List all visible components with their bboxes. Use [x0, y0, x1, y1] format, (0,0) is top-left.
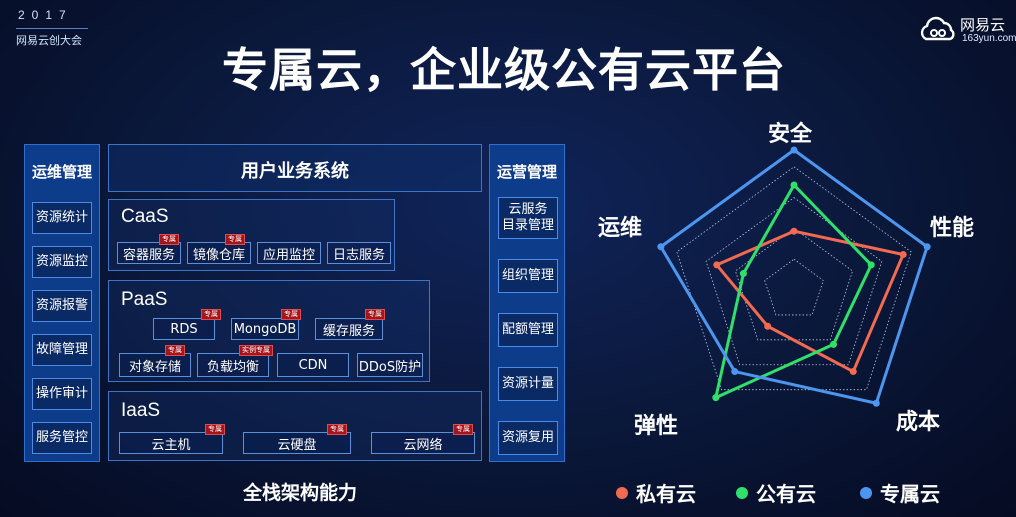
legend-private-cloud-dot: [616, 486, 628, 499]
legend-private-cloud-label: 私有云: [636, 482, 696, 506]
caas-container-service: 容器服务: [117, 242, 181, 264]
ops-item-operation-audit: 操作审计: [32, 378, 92, 410]
radar-series-1: [714, 183, 873, 400]
radar-grid-ring: [764, 258, 824, 316]
radar-grid-ring: [734, 227, 854, 341]
brand-name: 网易云: [960, 16, 1006, 34]
radar-point-2-3: [731, 368, 739, 376]
radar-axis-ops: 运维: [598, 216, 643, 241]
paas-cache-service-tag: 专属: [365, 309, 385, 320]
paas-rds-tag: 专属: [201, 309, 221, 320]
radar-point-2-1: [923, 243, 931, 251]
caas-app-monitor: 应用监控: [257, 242, 321, 264]
iaas-title: IaaS: [121, 400, 161, 421]
op-item-service-catalog-line1: 云服务: [508, 202, 548, 217]
legend-dedicated-cloud-label: 专属云: [880, 482, 940, 506]
paas-cdn: CDN: [277, 353, 349, 377]
paas-cache-service: 缓存服务: [315, 318, 383, 340]
caas-image-registry: 镜像仓库: [187, 242, 251, 264]
op-item-resource-metering: 资源计量: [498, 367, 558, 401]
op-item-service-catalog-line2: 目录管理: [501, 218, 554, 233]
op-item-quota-management: 配额管理: [498, 313, 558, 347]
paas-layer: PaaS RDS 专属 MongoDB 专属 缓存服务 专属 对象存储 专属 负…: [108, 280, 430, 382]
operation-management-panel: 运营管理 云服务 目录管理 组织管理 配额管理 资源计量 资源复用: [489, 144, 565, 462]
radar-point-0-1: [899, 251, 907, 259]
user-business-system-title: 用户业务系统: [241, 161, 349, 182]
ops-item-fault-management: 故障管理: [32, 334, 92, 366]
caas-container-service-tag: 专属: [159, 234, 179, 245]
ops-item-service-control: 服务管控: [32, 422, 92, 454]
iaas-cloud-disk: 云硬盘: [243, 432, 351, 454]
ops-item-resource-alarm: 资源报警: [32, 290, 92, 322]
paas-ddos-protection: DDoS防护: [357, 353, 423, 377]
radar-grid-ring: [705, 197, 883, 366]
legend-private-cloud: 私有云: [616, 478, 696, 507]
radar-axis-cost: 成本: [896, 410, 941, 435]
iaas-cloud-network-tag: 专属: [453, 424, 473, 435]
page-title: 专属云，企业级公有云平台: [222, 43, 786, 97]
iaas-cloud-host: 云主机: [119, 432, 223, 454]
iaas-layer: IaaS 云主机 专属 云硬盘 专属 云网络 专属: [108, 391, 482, 461]
ops-item-resource-stats: 资源统计: [32, 202, 92, 234]
paas-mongodb-tag: 专属: [281, 309, 301, 320]
radar-point-0-4: [713, 261, 721, 269]
radar-point-0-2: [849, 368, 857, 376]
op-item-service-catalog: 云服务 目录管理: [498, 197, 558, 239]
ops-item-resource-monitor: 资源监控: [32, 246, 92, 278]
radar-point-1-4: [739, 270, 747, 278]
event-year: 2017: [18, 8, 73, 22]
stack-caption: 全栈架构能力: [242, 482, 357, 504]
caas-image-registry-tag: 专属: [225, 234, 245, 245]
brand-url: 163yun.com: [962, 33, 1016, 44]
radar-point-2-2: [872, 399, 880, 407]
radar-point-1-1: [867, 261, 875, 269]
iaas-cloud-host-tag: 专属: [205, 424, 225, 435]
paas-object-storage-tag: 专属: [165, 345, 185, 356]
iaas-cloud-network: 云网络: [371, 432, 475, 454]
radar-series-2: [659, 148, 929, 405]
operation-management-title: 运营管理: [496, 163, 557, 181]
radar-point-1-0: [790, 181, 798, 189]
user-business-system-box: 用户业务系统: [108, 144, 482, 192]
event-name: 网易云创大会: [16, 34, 82, 47]
radar-point-0-0: [790, 227, 798, 235]
radar-axis-performance: 性能: [930, 216, 975, 241]
radar-point-2-4: [657, 243, 665, 251]
radar-grid-ring: [676, 166, 912, 391]
radar-point-1-2: [829, 340, 837, 348]
paas-title: PaaS: [121, 289, 168, 310]
ops-management-title: 运维管理: [31, 163, 92, 181]
legend-dedicated-cloud: 专属云: [860, 478, 940, 507]
op-item-resource-reuse: 资源复用: [498, 421, 558, 455]
radar-axis-elasticity: 弹性: [634, 414, 679, 439]
legend-public-cloud-label: 公有云: [756, 482, 816, 506]
paas-object-storage: 对象存储: [119, 353, 191, 377]
paas-mongodb: MongoDB: [231, 318, 299, 340]
radar-point-1-3: [712, 394, 720, 402]
radar-point-2-0: [790, 146, 798, 154]
radar-chart: [657, 146, 931, 407]
caas-title: CaaS: [121, 206, 169, 227]
paas-load-balancer-tag: 实例专属: [239, 345, 273, 356]
paas-rds: RDS: [153, 318, 215, 340]
iaas-cloud-disk-tag: 专属: [327, 424, 347, 435]
legend-public-cloud: 公有云: [736, 478, 816, 507]
radar-series-0: [715, 229, 905, 374]
legend-public-cloud-dot: [736, 486, 748, 499]
caas-layer: CaaS 容器服务 专属 镜像仓库 专属 应用监控 日志服务: [108, 199, 395, 271]
paas-load-balancer: 负载均衡: [197, 353, 269, 377]
cloud-logo-icon: [920, 16, 955, 41]
op-item-org-management: 组织管理: [498, 259, 558, 293]
radar-axis-security: 安全: [768, 122, 813, 147]
event-divider: [16, 28, 88, 29]
legend-dedicated-cloud-dot: [860, 486, 872, 499]
radar-point-0-3: [764, 322, 772, 330]
caas-log-service: 日志服务: [327, 242, 391, 264]
ops-management-panel: 运维管理 资源统计 资源监控 资源报警 故障管理 操作审计 服务管控: [24, 144, 100, 462]
